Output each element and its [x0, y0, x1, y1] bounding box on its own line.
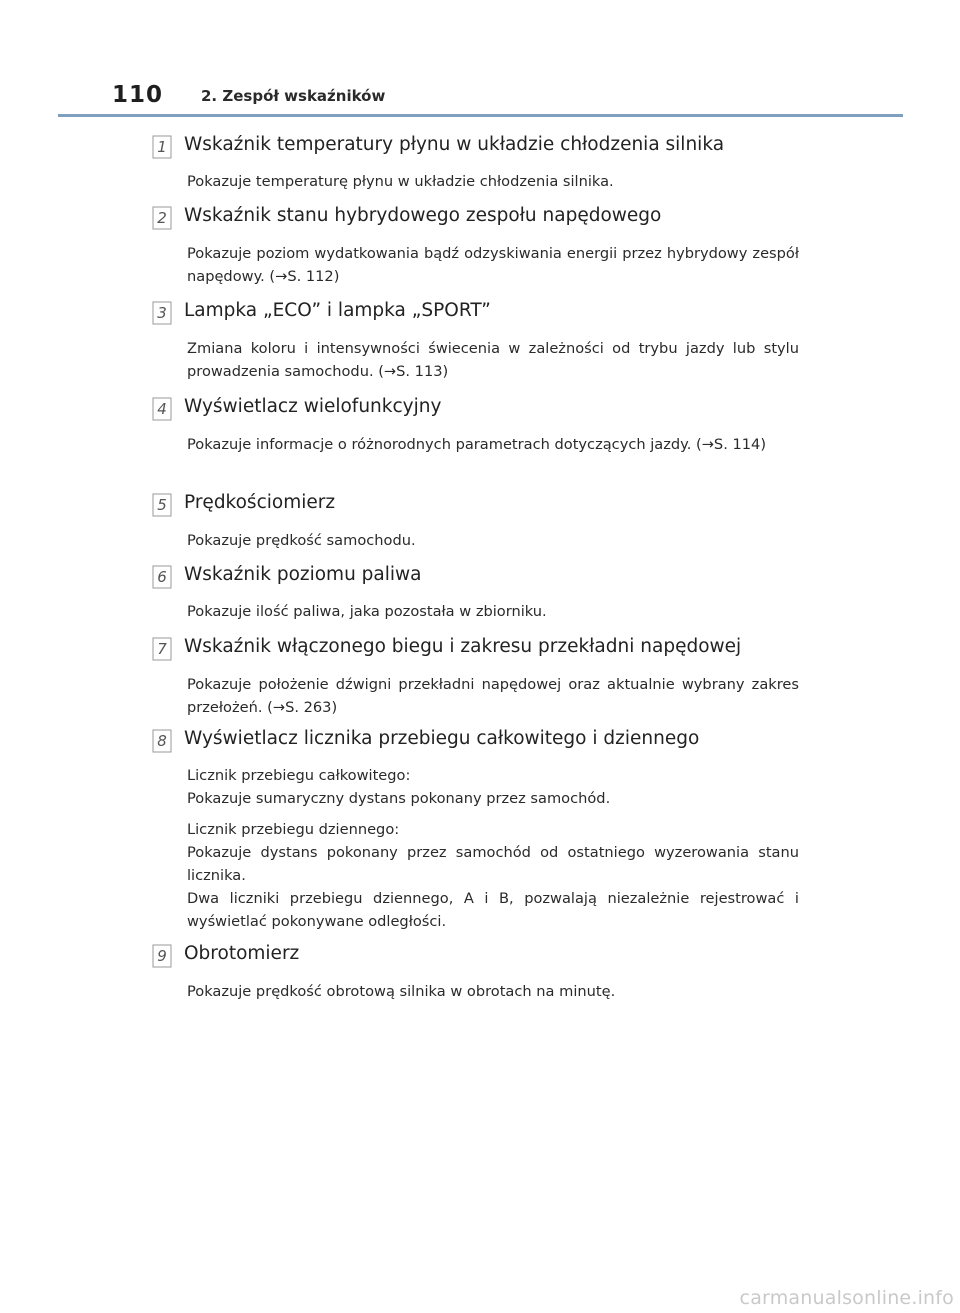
- item-title: Wskaźnik włączonego biegu i zakresu prze…: [184, 636, 742, 657]
- section-title: 2. Zespół wskaźników: [201, 87, 386, 105]
- item-description: Pokazuje położenie dźwigni przekładni na…: [187, 676, 799, 716]
- item-description: Pokazuje ilość paliwa, jaka pozostała w …: [187, 603, 547, 620]
- header-divider: [58, 114, 903, 117]
- item-title: Lampka „ECO” i lampka „SPORT”: [184, 300, 491, 321]
- item-title: Prędkościomierz: [184, 492, 336, 513]
- item-description: Pokazuje prędkość samochodu.: [187, 532, 416, 549]
- item-number-badge: 3: [152, 301, 172, 325]
- page-header: 110 2. Zespół wskaźników: [0, 0, 960, 120]
- item-title: Wskaźnik temperatury płynu w układzie ch…: [184, 134, 725, 155]
- item-description: Pokazuje poziom wydatkowania bądź odzysk…: [187, 245, 799, 285]
- item-number-badge: 1: [152, 135, 172, 159]
- item-title: Wyświetlacz wielofunkcyjny: [184, 396, 442, 417]
- item-number-badge: 9: [152, 944, 172, 968]
- page-number: 110: [112, 82, 164, 108]
- item-number-badge: 6: [152, 565, 172, 589]
- item-title: Wyświetlacz licznika przebiegu całkowite…: [184, 728, 700, 749]
- item-number-badge: 7: [152, 637, 172, 661]
- item-description: Zmiana koloru i intensywności świecenia …: [187, 340, 799, 380]
- item-number-badge: 2: [152, 206, 172, 230]
- item-title: Wskaźnik stanu hybrydowego zespołu napęd…: [184, 205, 662, 226]
- item-description: Pokazuje prędkość obrotową silnika w obr…: [187, 983, 616, 1000]
- item-title: Obrotomierz: [184, 943, 300, 964]
- item-number-badge: 5: [152, 493, 172, 517]
- item-title: Wskaźnik poziomu paliwa: [184, 564, 422, 585]
- watermark: carmanualsonline.info: [739, 1287, 954, 1309]
- item-number-badge: 4: [152, 397, 172, 421]
- item-number-badge: 8: [152, 729, 172, 753]
- item-description: Pokazuje temperaturę płynu w układzie ch…: [187, 173, 614, 190]
- item-description: Licznik przebiegu całkowitego: Pokazuje …: [187, 767, 799, 930]
- item-description: Pokazuje informacje o różnorodnych param…: [187, 436, 767, 453]
